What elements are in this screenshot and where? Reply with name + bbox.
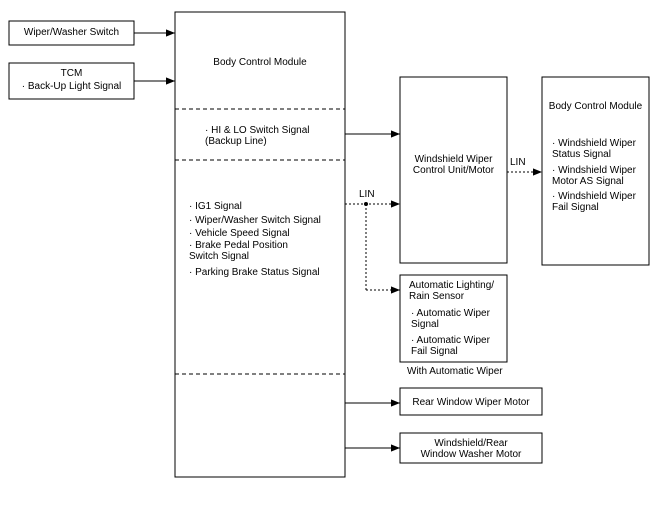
signal-parking-brake: · Parking Brake Status Signal — [189, 267, 320, 278]
rain-sensor-box — [399, 274, 508, 363]
hi-lo-signal-line1: · HI & LO Switch Signal — [205, 125, 310, 136]
lin-label-right: LIN — [510, 157, 526, 168]
bcm-right-signal-2a: · Windshield Wiper — [552, 165, 636, 176]
wiper-unit-line1: Windshield Wiper — [414, 154, 493, 165]
bcm-right-signal-3b: Fail Signal — [552, 202, 599, 213]
bcm-right-signal-1b: Status Signal — [552, 149, 611, 160]
signal-ig1: · IG1 Signal — [189, 201, 242, 212]
hi-lo-signal-line2: (Backup Line) — [205, 136, 267, 147]
signal-vehicle-speed: · Vehicle Speed Signal — [189, 228, 290, 239]
bcm-right-signal-2b: Motor AS Signal — [552, 176, 624, 187]
rain-sensor-signal-1b: Signal — [411, 319, 439, 330]
bcm-main-box — [174, 11, 346, 478]
rain-sensor-signal-1a: · Automatic Wiper — [411, 308, 490, 319]
rain-sensor-signal-2a: · Automatic Wiper — [411, 335, 490, 346]
washer-motor-line2: Window Washer Motor — [420, 449, 522, 460]
rear-wiper-motor-box — [399, 387, 543, 416]
bcm-right-title: Body Control Module — [548, 101, 643, 112]
tcm-title: TCM — [60, 68, 83, 79]
rain-sensor-note: With Automatic Wiper — [407, 366, 503, 377]
rear-wiper-motor-label: Rear Window Wiper Motor — [412, 397, 530, 408]
rain-sensor-title2: Rain Sensor — [409, 291, 465, 302]
lin-label-left: LIN — [359, 189, 375, 200]
rain-sensor-title1: Automatic Lighting/ — [409, 280, 495, 291]
washer-motor-line1: Windshield/Rear — [434, 438, 508, 449]
wiper-switch-label: Wiper/Washer Switch — [23, 27, 120, 38]
wiper-unit-line2: Control Unit/Motor — [412, 165, 495, 176]
signal-brake-pedal-line1: · Brake Pedal Position — [189, 240, 288, 251]
lin-junction-dot — [364, 202, 368, 206]
wiper-unit-box — [399, 76, 508, 264]
rain-sensor-signal-2b: Fail Signal — [411, 346, 458, 357]
bcm-right-signal-3a: · Windshield Wiper — [552, 191, 636, 202]
tcm-signal: · Back-Up Light Signal — [21, 81, 122, 92]
signal-brake-pedal-line2: Switch Signal — [189, 251, 250, 262]
signal-wiper-switch: · Wiper/Washer Switch Signal — [189, 215, 321, 226]
bcm-right-box — [541, 76, 650, 266]
bcm-right-signal-1a: · Windshield Wiper — [552, 138, 636, 149]
bcm-main-title: Body Control Module — [213, 57, 307, 68]
